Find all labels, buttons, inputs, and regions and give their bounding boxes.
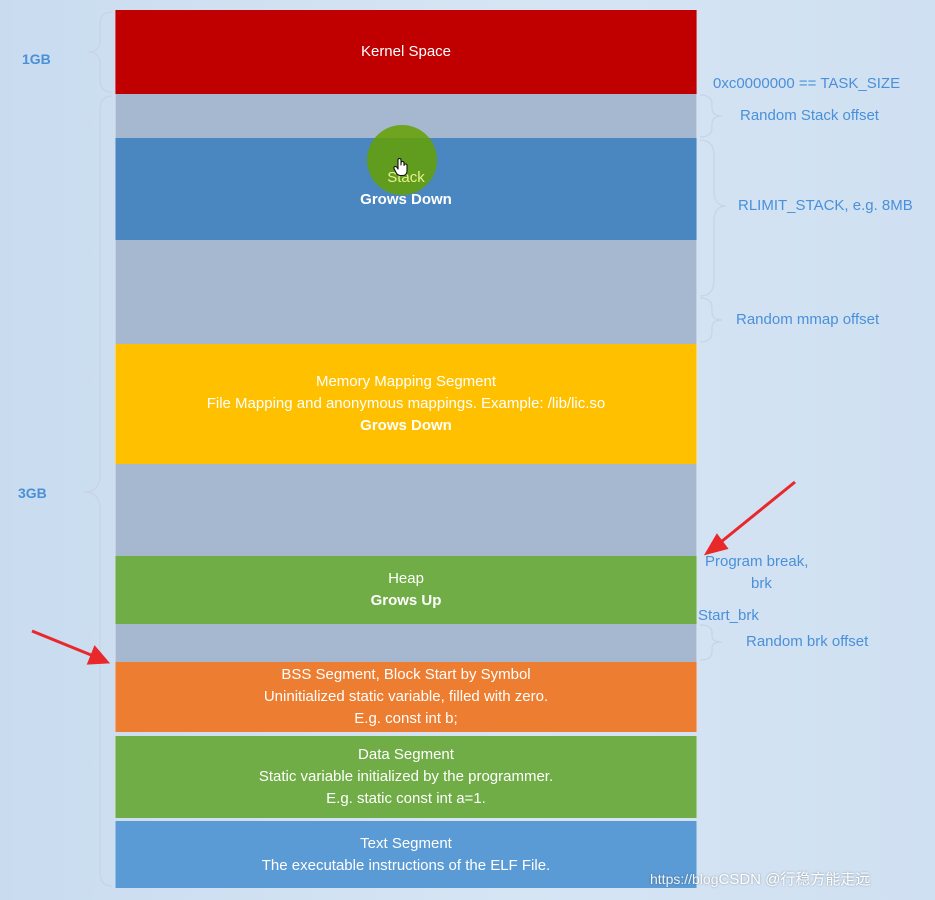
bss-segment: BSS Segment, Block Start by Symbol Unini… — [115, 662, 697, 732]
data-example: E.g. static const int a=1. — [326, 790, 486, 807]
random-brk-brace — [699, 624, 723, 661]
random-stack-offset-annotation: Random Stack offset — [740, 107, 879, 124]
kernel-space-label: Kernel Space — [360, 43, 452, 60]
kernel-space-segment: Kernel Space — [115, 10, 697, 94]
random-mmap-offset-annotation: Random mmap offset — [736, 311, 880, 328]
bss-example: E.g. const int b; — [354, 710, 458, 727]
start-brk-annotation: Start_brk — [698, 607, 759, 624]
bss-title: BSS Segment, Block Start by Symbol — [281, 666, 531, 683]
kernel-size-label: 1GB — [22, 51, 51, 67]
mmap-grows-down: Grows Down — [360, 417, 452, 434]
user-size-label: 3GB — [18, 485, 47, 501]
watermark-url: https://blog — [650, 871, 719, 887]
user-size-brace — [83, 95, 113, 887]
task-size-annotation: 0xc0000000 == TASK_SIZE — [713, 75, 901, 92]
program-break-annotation: Program break, — [705, 553, 809, 570]
unallocated-gap — [115, 464, 697, 556]
text-segment: Text Segment The executable instructions… — [115, 821, 697, 888]
watermark: https://blogCSDN @行稳方能走远 — [650, 868, 870, 889]
random-stack-brace — [699, 94, 723, 138]
text-description: The executable instructions of the ELF F… — [261, 856, 551, 874]
kernel-size-brace — [87, 11, 113, 93]
heap-title: Heap — [388, 570, 424, 587]
program-break-arrow-line — [715, 480, 796, 548]
random-brk-offset-gap — [115, 624, 697, 662]
text-title: Text Segment — [360, 834, 452, 852]
mmap-description: File Mapping and anonymous mappings. Exa… — [206, 395, 606, 412]
random-brk-offset-annotation: Random brk offset — [746, 633, 869, 650]
rlimit-stack-brace — [699, 139, 727, 297]
heap-segment: Heap Grows Up — [115, 556, 697, 624]
memory-mapping-segment: Memory Mapping Segment File Mapping and … — [115, 344, 697, 464]
stack-grows-down: Grows Down — [360, 191, 452, 208]
program-break-arrow-head — [703, 533, 729, 556]
data-description: Static variable initialized by the progr… — [258, 768, 554, 785]
heap-grows-up: Grows Up — [370, 592, 442, 609]
bss-arrow-line — [31, 629, 97, 659]
cursor-highlight — [367, 125, 437, 195]
random-mmap-brace — [699, 297, 723, 343]
mmap-title: Memory Mapping Segment — [315, 373, 497, 390]
brk-annotation: brk — [751, 575, 772, 592]
data-title: Data Segment — [358, 746, 454, 763]
bss-arrow-head — [86, 645, 111, 665]
rlimit-stack-annotation: RLIMIT_STACK, e.g. 8MB — [738, 197, 913, 214]
bss-description: Uninitialized static variable, filled wi… — [263, 688, 549, 705]
data-segment: Data Segment Static variable initialized… — [115, 736, 697, 818]
hand-cursor-icon — [393, 157, 408, 177]
watermark-text: CSDN @行稳方能走远 — [718, 871, 871, 888]
random-mmap-offset-gap — [115, 240, 697, 344]
